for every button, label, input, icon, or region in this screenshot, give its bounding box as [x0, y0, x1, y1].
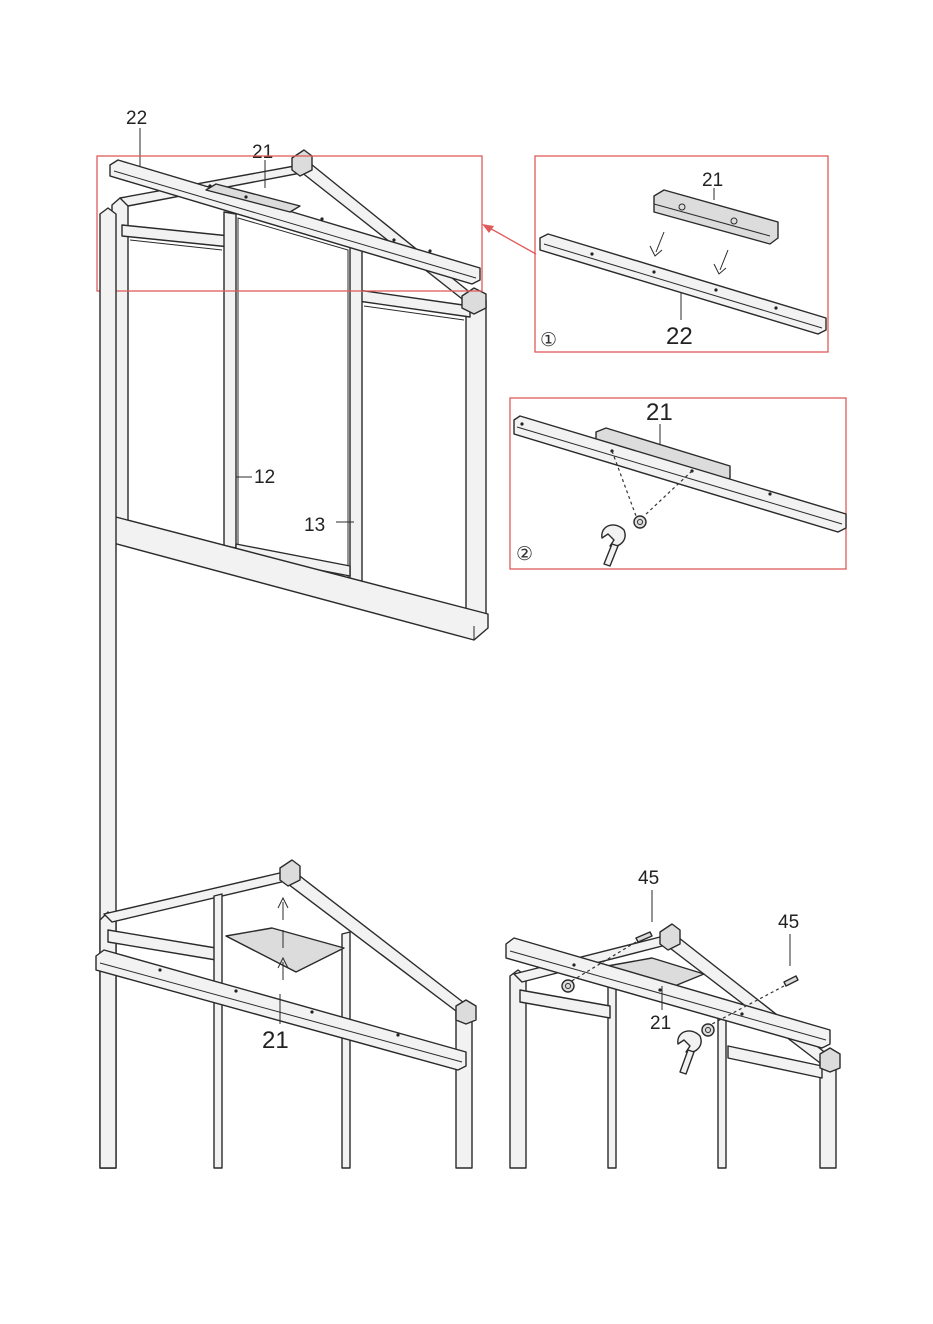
- label-left-post-12: 12: [254, 467, 275, 488]
- greenhouse-front-frame: [102, 150, 488, 640]
- detail-1-illustration: [540, 190, 826, 334]
- detail-2-illustration: [514, 416, 846, 566]
- bottom-right-label-bolt-b: 45: [778, 912, 799, 933]
- bottom-left-label-plate: 21: [262, 1027, 289, 1054]
- label-plate-21: 21: [252, 142, 273, 163]
- label-right-post-13: 13: [304, 515, 325, 536]
- bottom-right-label-bolt-a: 45: [638, 868, 659, 889]
- callout-arrow: [486, 226, 536, 254]
- bottom-left-illustration: [96, 208, 476, 1168]
- detail-2-step-number: ②: [516, 543, 533, 565]
- detail-1-label-plate: 21: [702, 170, 723, 191]
- detail-1-step-number: ①: [540, 329, 557, 351]
- detail-1-label-beam: 22: [666, 323, 693, 350]
- label-beam-22: 22: [126, 108, 147, 129]
- bottom-right-label-plate: 21: [650, 1013, 671, 1034]
- detail-2-label-plate: 21: [646, 399, 673, 426]
